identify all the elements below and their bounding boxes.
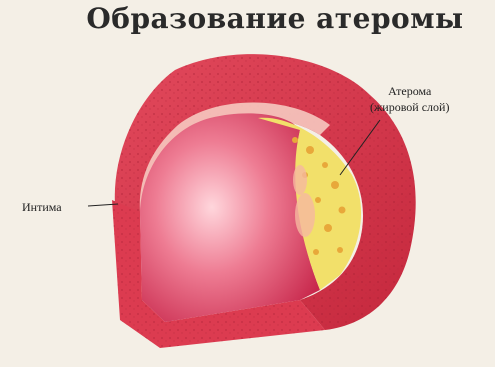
intima-label: Интима bbox=[22, 200, 62, 215]
atheroma-label-line1: Атерома bbox=[370, 83, 449, 99]
vessel-lumen bbox=[140, 113, 320, 322]
atheroma-label-line2: (жировой слой) bbox=[370, 99, 449, 115]
atheroma-label: Атерома (жировой слой) bbox=[370, 83, 449, 115]
